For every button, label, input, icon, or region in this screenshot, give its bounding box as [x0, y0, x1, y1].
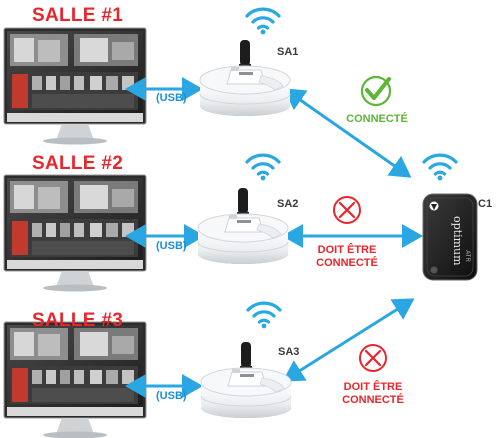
cross-icon-3 [359, 344, 387, 372]
monitor-icon-room3 [3, 321, 147, 438]
room-title-1: SALLE #1 [32, 5, 124, 26]
status-line-2: CONNECTÉ [342, 394, 404, 406]
check-icon [360, 75, 392, 107]
ap-label-2: SA2 [277, 198, 299, 210]
sensor-icon [422, 193, 478, 281]
usb-label-1: (USB) [156, 92, 187, 104]
wifi-icon-3 [246, 301, 282, 330]
status-must-connect-2: DOIT ÊTRE CONNECTÉ [305, 244, 389, 270]
wifi-icon-1 [245, 7, 281, 37]
access-point-icon-2 [197, 187, 289, 265]
sensor-brand-sub: ATR [464, 250, 470, 262]
status-connected: CONNECTÉ [346, 113, 408, 125]
ap-label-1: SA1 [277, 46, 299, 58]
monitor-icon-room1 [3, 27, 147, 145]
status-line-2: CONNECTÉ [316, 257, 378, 269]
wifi-icon-sensor [422, 153, 458, 182]
usb-label-2: (USB) [156, 240, 187, 252]
ap-label-3: SA3 [278, 346, 300, 358]
usb-label-3: (USB) [156, 390, 187, 402]
room-title-3: SALLE #3 [32, 310, 124, 331]
wireless-link-3 [282, 298, 415, 382]
status-must-connect-3: DOIT ÊTRE CONNECTÉ [330, 381, 416, 407]
room-title-2: SALLE #2 [32, 153, 124, 174]
wireless-link-1 [283, 88, 412, 178]
status-line-1: DOIT ÊTRE [343, 381, 403, 393]
monitor-icon-room2 [3, 174, 147, 292]
status-line-1: DOIT ÊTRE [317, 244, 377, 256]
sensor-label: C1 [478, 198, 493, 210]
wifi-icon-2 [245, 153, 281, 182]
cross-icon-2 [333, 196, 361, 224]
